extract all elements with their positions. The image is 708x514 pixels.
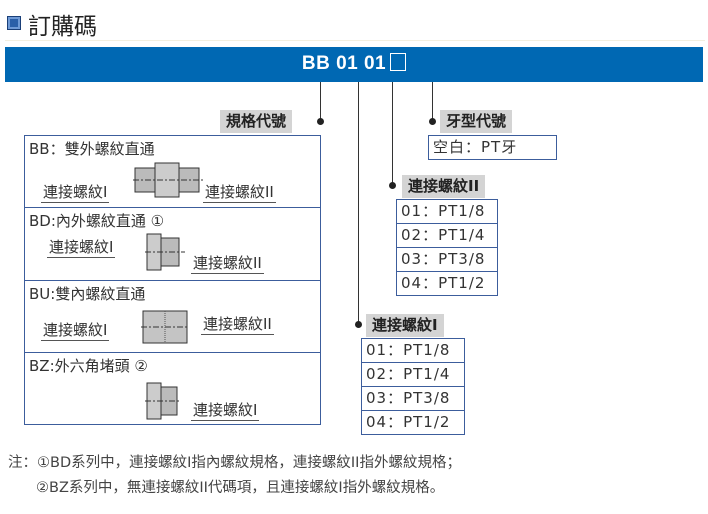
- square-bullet-icon: [7, 16, 21, 30]
- thread2-label: 連接螺紋II: [402, 175, 486, 198]
- option-row: 03：PT3/8: [397, 247, 497, 271]
- option-row: 04：PT1/2: [397, 271, 497, 295]
- bullet-dot: [317, 118, 324, 125]
- code-bar: [5, 47, 703, 82]
- double-female-fitting-icon: [141, 310, 189, 344]
- connector-line: [432, 82, 433, 122]
- spec-name: BB：雙外螺紋直通: [29, 140, 155, 158]
- callout-right: 連接螺紋II: [201, 315, 274, 335]
- bullet-dot: [389, 182, 396, 189]
- option-row: 04：PT1/2: [362, 410, 464, 434]
- spec-name: BD:內外螺紋直通 ①: [29, 212, 165, 230]
- male-female-fitting-icon: [145, 233, 185, 271]
- bullet-dot: [429, 118, 436, 125]
- thread1-table: 01：PT1/8 02：PT1/4 03：PT3/8 04：PT1/2: [361, 338, 465, 435]
- option-row: 03：PT3/8: [362, 386, 464, 410]
- callout-left: 連接螺紋I: [41, 321, 110, 341]
- option-row: 空白：PT牙: [433, 138, 518, 156]
- thread-type-table: 空白：PT牙: [428, 135, 557, 160]
- title-divider: [5, 40, 705, 41]
- spec-row-bz: BZ:外六角堵頭 ② 連接螺紋I: [25, 352, 320, 425]
- double-male-fitting-icon: [133, 162, 203, 198]
- spec-row-bb: BB：雙外螺紋直通 連接螺紋I 連接螺紋II: [25, 136, 320, 207]
- spec-row-bu: BU:雙內螺紋直通 連接螺紋I 連接螺紋II: [25, 280, 320, 352]
- note-1: 注：①BD系列中，連接螺紋I指內螺紋規格，連接螺紋II指外螺紋規格；: [8, 455, 461, 471]
- hex-plug-icon: [145, 382, 181, 420]
- connector-line: [358, 82, 359, 325]
- option-row: 02：PT1/4: [362, 362, 464, 386]
- order-code-text: BB 01 01: [301, 53, 387, 74]
- callout-right: 連接螺紋II: [203, 183, 276, 203]
- callout-right: 連接螺紋II: [191, 254, 264, 274]
- placeholder-box: [390, 53, 407, 71]
- option-row: 01：PT1/8: [366, 341, 451, 359]
- callout-right: 連接螺紋I: [191, 401, 260, 421]
- spec-name: BU:雙內螺紋直通: [29, 285, 146, 303]
- callout-left: 連接螺紋I: [41, 183, 110, 203]
- thread2-table: 01：PT1/8 02：PT1/4 03：PT3/8 04：PT1/2: [396, 199, 498, 296]
- callout-left: 連接螺紋I: [47, 238, 116, 258]
- option-row: 02：PT1/4: [397, 223, 497, 247]
- spec-name: BZ:外六角堵頭 ②: [29, 357, 148, 375]
- connector-line: [320, 82, 321, 122]
- order-code: BB 01 01: [0, 53, 708, 75]
- spec-row-bd: BD:內外螺紋直通 ① 連接螺紋I 連接螺紋II: [25, 207, 320, 280]
- thread-type-label: 牙型代號: [440, 110, 513, 133]
- connector-line: [392, 82, 393, 186]
- note-2: ②BZ系列中，無連接螺紋II代碼項，且連接螺紋I指外螺紋規格。: [36, 480, 445, 496]
- notes: 注：①BD系列中，連接螺紋I指內螺紋規格，連接螺紋II指外螺紋規格； ②BZ系列…: [8, 451, 461, 501]
- thread1-label: 連接螺紋I: [366, 314, 444, 337]
- option-row: 01：PT1/8: [401, 202, 486, 220]
- spec-table: BB：雙外螺紋直通 連接螺紋I 連接螺紋II BD:內外螺紋直通 ① 連接螺紋I…: [24, 135, 321, 425]
- spec-code-label: 規格代號: [220, 110, 293, 133]
- bullet-dot: [355, 321, 362, 328]
- page-title: 訂購碼: [28, 14, 97, 40]
